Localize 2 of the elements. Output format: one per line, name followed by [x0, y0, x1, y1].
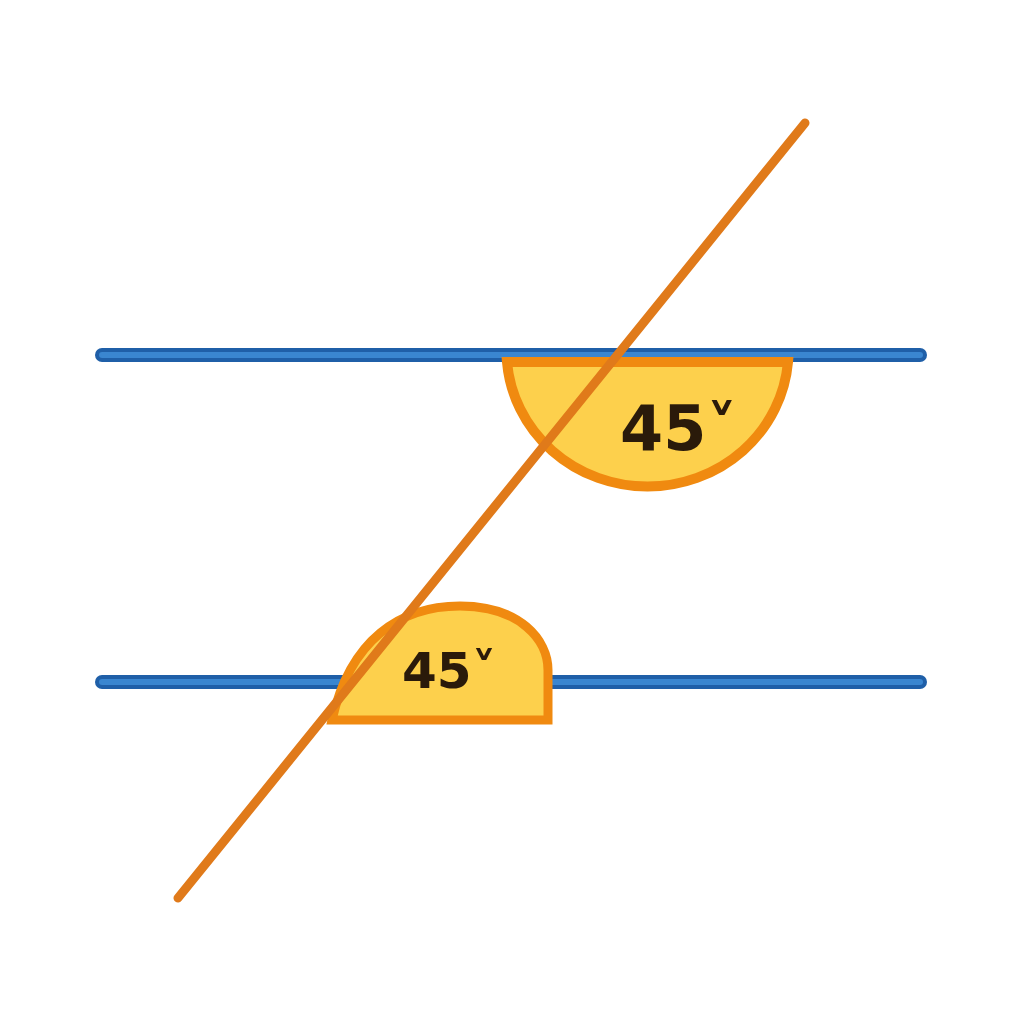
angle-label: 45˅: [402, 646, 497, 696]
angle-label: 45˅: [620, 398, 738, 460]
